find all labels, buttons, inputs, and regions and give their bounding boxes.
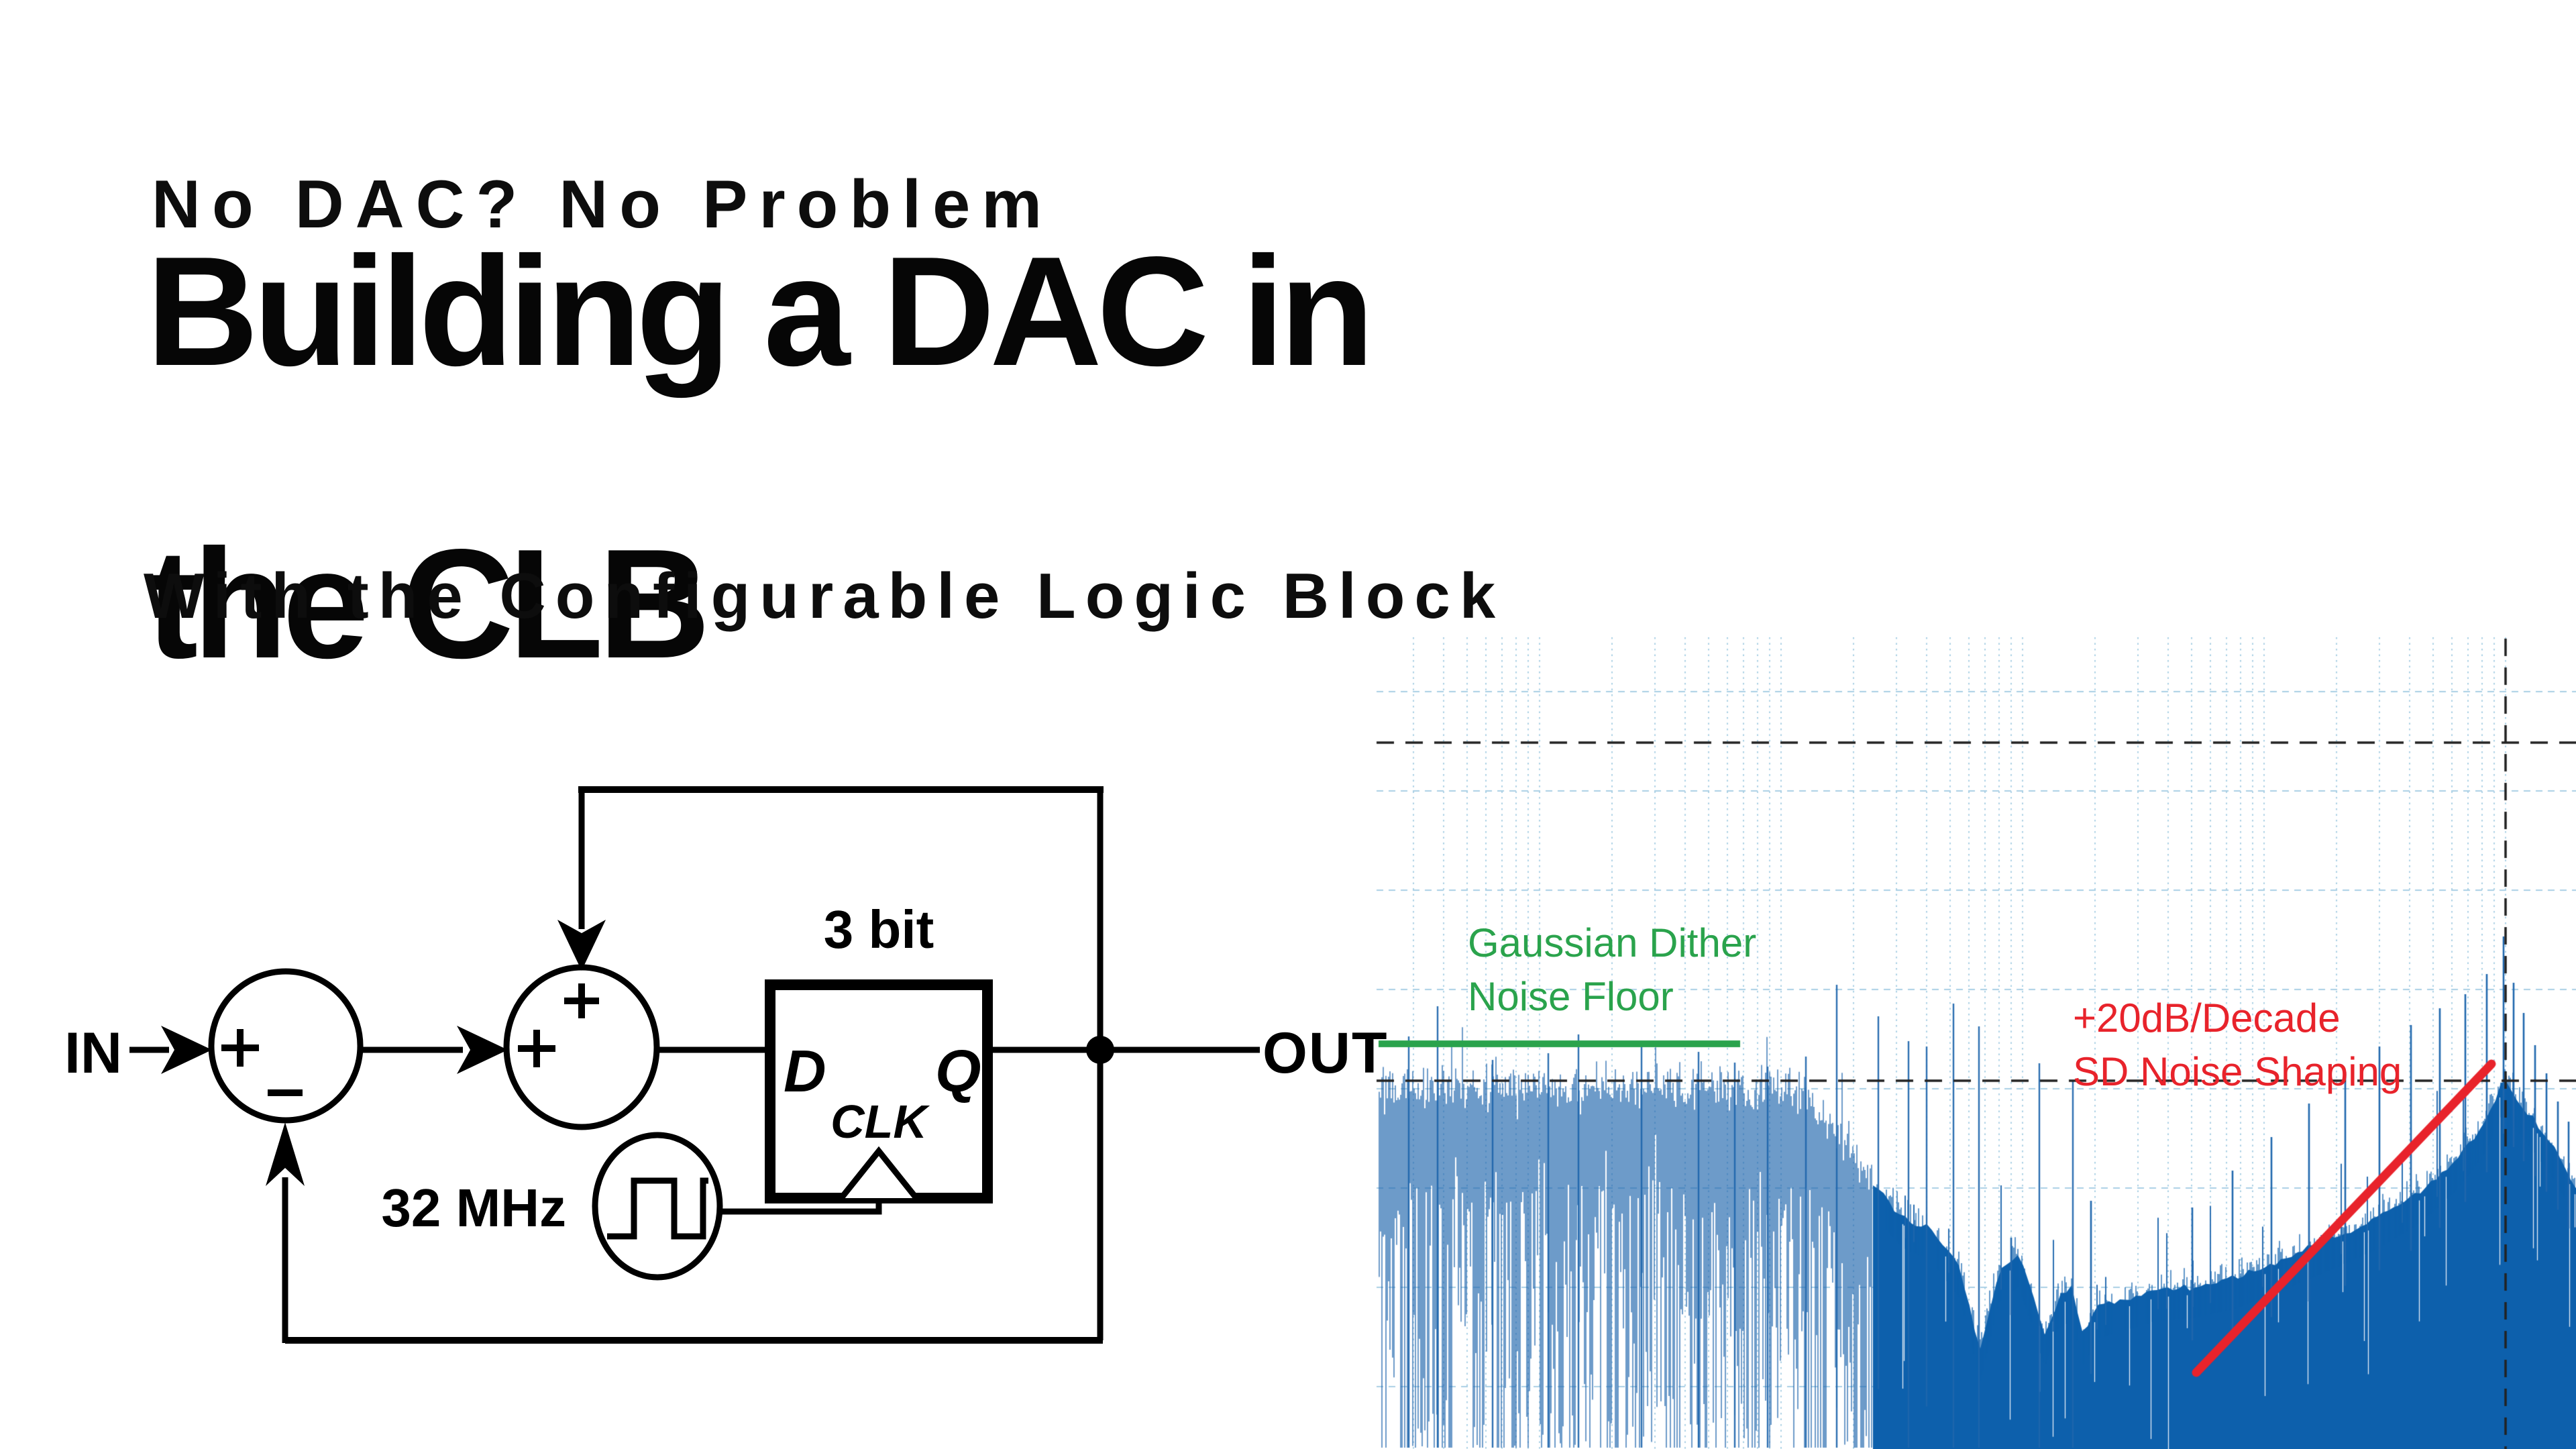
shaping-annotation-line1: +20dB/Decade	[2073, 996, 2341, 1040]
arrowhead-top-feedback	[557, 920, 606, 971]
spectrum-plot	[1375, 604, 2576, 1449]
in-label: IN	[64, 1021, 122, 1085]
page-title: Building a DAC in the CLB	[146, 234, 1375, 682]
clock-source-circle	[592, 1132, 723, 1281]
dither-annotation: Gaussian Dither Noise Floor	[1468, 916, 1756, 1024]
arrowhead-bottom-feedback	[266, 1122, 305, 1186]
clk-label: CLK	[830, 1095, 927, 1148]
junction-dot	[1086, 1036, 1114, 1064]
title-line-2: the CLB	[146, 517, 710, 691]
eyebrow-text: No DAC? No Problem	[152, 167, 1054, 242]
summer1-circle	[208, 968, 364, 1124]
d-input-label: D	[784, 1038, 826, 1104]
clock-edge-triangle-icon	[839, 1146, 919, 1200]
arrowhead-into-summer2	[457, 1026, 508, 1074]
out-label: OUT	[1263, 1021, 1389, 1085]
clock-wire	[720, 1199, 882, 1215]
dither-annotation-line1: Gaussian Dither	[1468, 920, 1757, 965]
shaping-annotation: +20dB/Decade SD Noise Shaping	[2073, 991, 2402, 1099]
title-line-1: Building a DAC in	[146, 225, 1375, 398]
arrowhead-into-summer1	[161, 1026, 212, 1074]
subtitle-text: With the Configurable Logic Block	[144, 560, 1505, 632]
register-bits-label: 3 bit	[823, 900, 934, 959]
shaping-annotation-line2: SD Noise Shaping	[2073, 1049, 2402, 1094]
q-output-label: Q	[935, 1038, 981, 1104]
clock-frequency-label: 32 MHz	[381, 1178, 566, 1238]
dither-annotation-line2: Noise Floor	[1468, 974, 1674, 1019]
square-wave-icon	[607, 1177, 708, 1240]
